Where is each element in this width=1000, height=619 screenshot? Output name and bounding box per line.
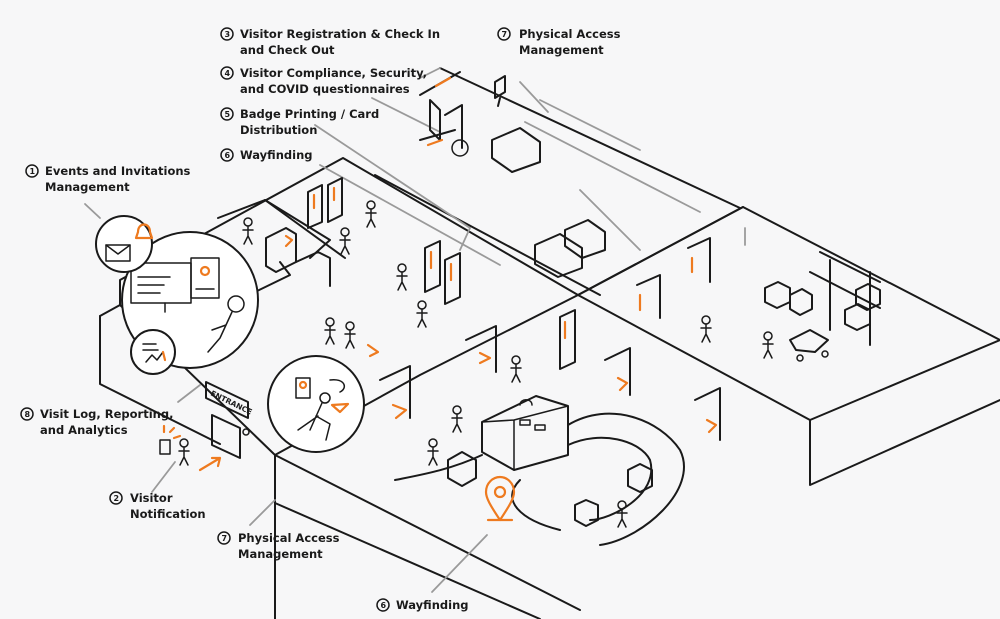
- label-line: Management: [519, 43, 604, 57]
- label-number: 4: [225, 69, 231, 78]
- label-visit-log: 8 Visit Log, Reporting, and Analytics: [20, 407, 173, 437]
- label-events-invitations: 1 Events and Invitations Management: [25, 164, 191, 194]
- label-wayfinding-bottom: 6 Wayfinding: [376, 598, 468, 612]
- label-number: 6: [381, 601, 387, 610]
- wayfinding-pin: [484, 475, 516, 522]
- label-line: and Analytics: [40, 423, 128, 437]
- label-compliance-security: 4 Visitor Compliance, Security, and COVI…: [220, 66, 427, 96]
- label-physical-access-bottom: 7 Physical Access Management: [217, 531, 340, 561]
- label-line: Badge Printing / Card: [240, 107, 379, 121]
- reception-desk: [265, 227, 331, 287]
- label-number: 1: [30, 167, 36, 176]
- label-line: Physical Access: [519, 27, 621, 41]
- label-line: Wayfinding: [240, 148, 312, 162]
- label-line: and COVID questionnaires: [240, 82, 410, 96]
- label-number: 6: [225, 151, 231, 160]
- label-physical-access-top: 7 Physical Access Management: [497, 27, 621, 57]
- label-line: Visitor Registration & Check In: [240, 27, 440, 41]
- label-number: 2: [114, 494, 120, 503]
- warehouse-goods: [447, 251, 881, 527]
- label-number: 7: [502, 30, 508, 39]
- label-line: Visitor Compliance, Security,: [240, 66, 427, 80]
- label-line: Notification: [130, 507, 206, 521]
- label-number: 5: [225, 110, 231, 119]
- building-outline: [99, 67, 1000, 619]
- label-number: 7: [222, 534, 228, 543]
- people: [178, 200, 774, 528]
- label-line: Physical Access: [238, 531, 340, 545]
- label-line: and Check Out: [240, 43, 335, 57]
- label-wayfinding-top: 6 Wayfinding: [220, 148, 312, 162]
- wayfinding-circle: [267, 355, 365, 453]
- kiosks-and-doors: [198, 177, 721, 472]
- label-number: 3: [225, 30, 231, 39]
- conveyor: [394, 395, 685, 546]
- label-registration-checkin: 3 Visitor Registration & Check In and Ch…: [220, 27, 440, 57]
- entrance: ENTRANCE: [205, 381, 254, 459]
- label-line: Visitor: [130, 491, 173, 505]
- label-line: Visit Log, Reporting,: [40, 407, 173, 421]
- leader-lines: [84, 67, 746, 593]
- label-line: Wayfinding: [396, 598, 468, 612]
- events-circle: [95, 215, 259, 375]
- label-line: Management: [45, 180, 130, 194]
- vehicles: [534, 219, 606, 278]
- label-line: Events and Invitations: [45, 164, 191, 178]
- label-number: 8: [25, 410, 31, 419]
- notification-phone: [159, 424, 182, 455]
- label-visitor-notification: 2 Visitor Notification: [109, 491, 206, 521]
- access-gate: [419, 71, 541, 173]
- label-badge-printing: 5 Badge Printing / Card Distribution: [220, 107, 379, 137]
- label-line: Management: [238, 547, 323, 561]
- label-line: Distribution: [240, 123, 317, 137]
